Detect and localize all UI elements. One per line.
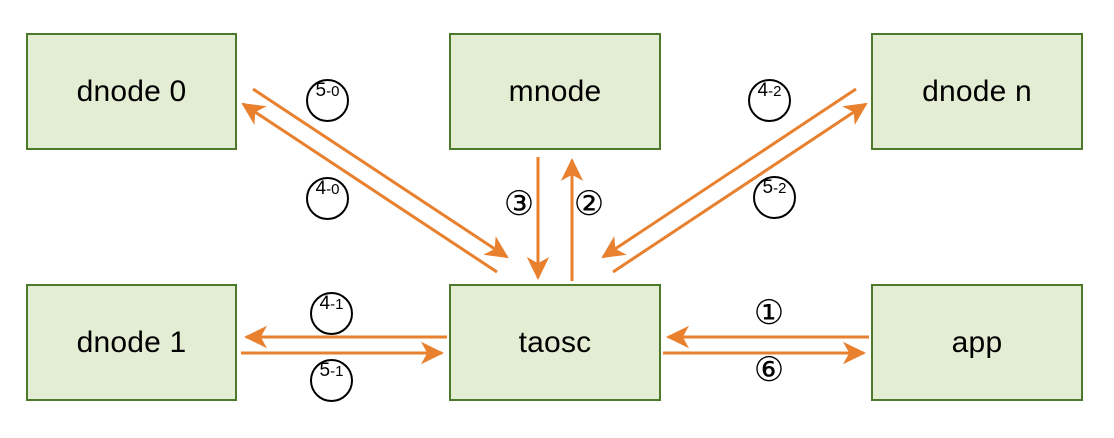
node-app[interactable]: app bbox=[871, 284, 1083, 401]
edge-badge-4-0-main: 4 bbox=[315, 178, 327, 199]
node-taosc[interactable]: taosc bbox=[449, 284, 661, 401]
arrow-dnode0-to-taosc bbox=[252, 87, 509, 259]
node-dnode1[interactable]: dnode 1 bbox=[26, 284, 237, 401]
edge-label-2: ② bbox=[573, 184, 605, 224]
node-label-dnoden: dnode n bbox=[922, 74, 1032, 108]
edge-label-6: ⑥ bbox=[753, 350, 785, 390]
edge-badge-5-0: 5 -0 bbox=[306, 79, 349, 122]
node-mnode[interactable]: mnode bbox=[449, 33, 661, 150]
node-label-taosc: taosc bbox=[518, 325, 592, 359]
edge-badge-4-1-main: 4 bbox=[319, 293, 331, 314]
edge-badge-5-2-suffix: -2 bbox=[773, 180, 787, 197]
edge-badge-4-0: 4 -0 bbox=[306, 177, 349, 220]
edge-badge-5-1-main: 5 bbox=[319, 360, 331, 381]
edge-badge-4-2-main: 4 bbox=[757, 80, 769, 101]
edge-badge-5-2-main: 5 bbox=[762, 177, 774, 198]
edge-badge-5-2: 5 -2 bbox=[753, 176, 796, 219]
edge-badge-5-0-suffix: -0 bbox=[326, 83, 340, 100]
edge-badge-5-1: 5 -1 bbox=[310, 359, 353, 402]
edge-label-3: ③ bbox=[503, 184, 535, 224]
edge-badge-4-2: 4 -2 bbox=[748, 79, 791, 122]
node-dnode0[interactable]: dnode 0 bbox=[26, 33, 237, 150]
node-label-dnode1: dnode 1 bbox=[76, 325, 187, 359]
edge-badge-4-2-suffix: -2 bbox=[768, 83, 782, 100]
arrow-to-dnoden bbox=[612, 102, 868, 274]
node-label-mnode: mnode bbox=[508, 74, 602, 108]
edge-badge-4-0-suffix: -0 bbox=[326, 181, 340, 198]
arrow-to-dnode0 bbox=[241, 102, 498, 274]
edge-badge-5-1-suffix: -1 bbox=[330, 363, 344, 380]
edge-label-1: ① bbox=[753, 293, 785, 333]
edge-badge-5-0-main: 5 bbox=[315, 80, 327, 101]
node-label-app: app bbox=[951, 325, 1003, 359]
node-dnoden[interactable]: dnode n bbox=[871, 33, 1083, 150]
node-label-dnode0: dnode 0 bbox=[76, 74, 187, 108]
arrow-dnoden-to-taosc bbox=[601, 87, 857, 259]
edge-badge-4-1: 4 -1 bbox=[310, 292, 353, 335]
edge-badge-4-1-suffix: -1 bbox=[330, 296, 344, 313]
